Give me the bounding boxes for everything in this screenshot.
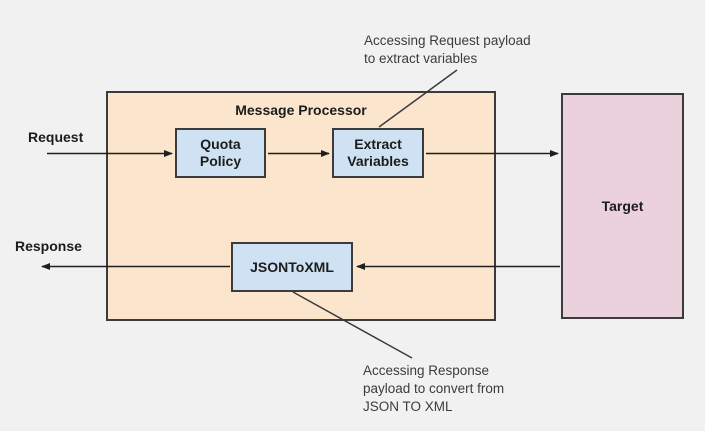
request-label: Request [28, 129, 84, 145]
annotation-request-payload: Accessing Request payload to extract var… [364, 33, 531, 66]
node-jsontoxml-label: JSONToXML [250, 258, 334, 275]
node-extract-variables-label: Extract Variables [347, 136, 409, 169]
node-jsontoxml: JSONToXML [231, 242, 353, 292]
node-target-label: Target [601, 197, 644, 214]
node-extract-variables: Extract Variables [332, 128, 424, 178]
response-label: Response [15, 238, 82, 254]
node-target: Target [561, 93, 684, 319]
annotation-response-payload: Accessing Response payload to convert fr… [363, 363, 505, 414]
node-quota-policy-label: Quota Policy [199, 136, 242, 169]
node-message-processor-label: Message Processor [235, 102, 367, 118]
node-quota-policy: Quota Policy [175, 128, 266, 178]
